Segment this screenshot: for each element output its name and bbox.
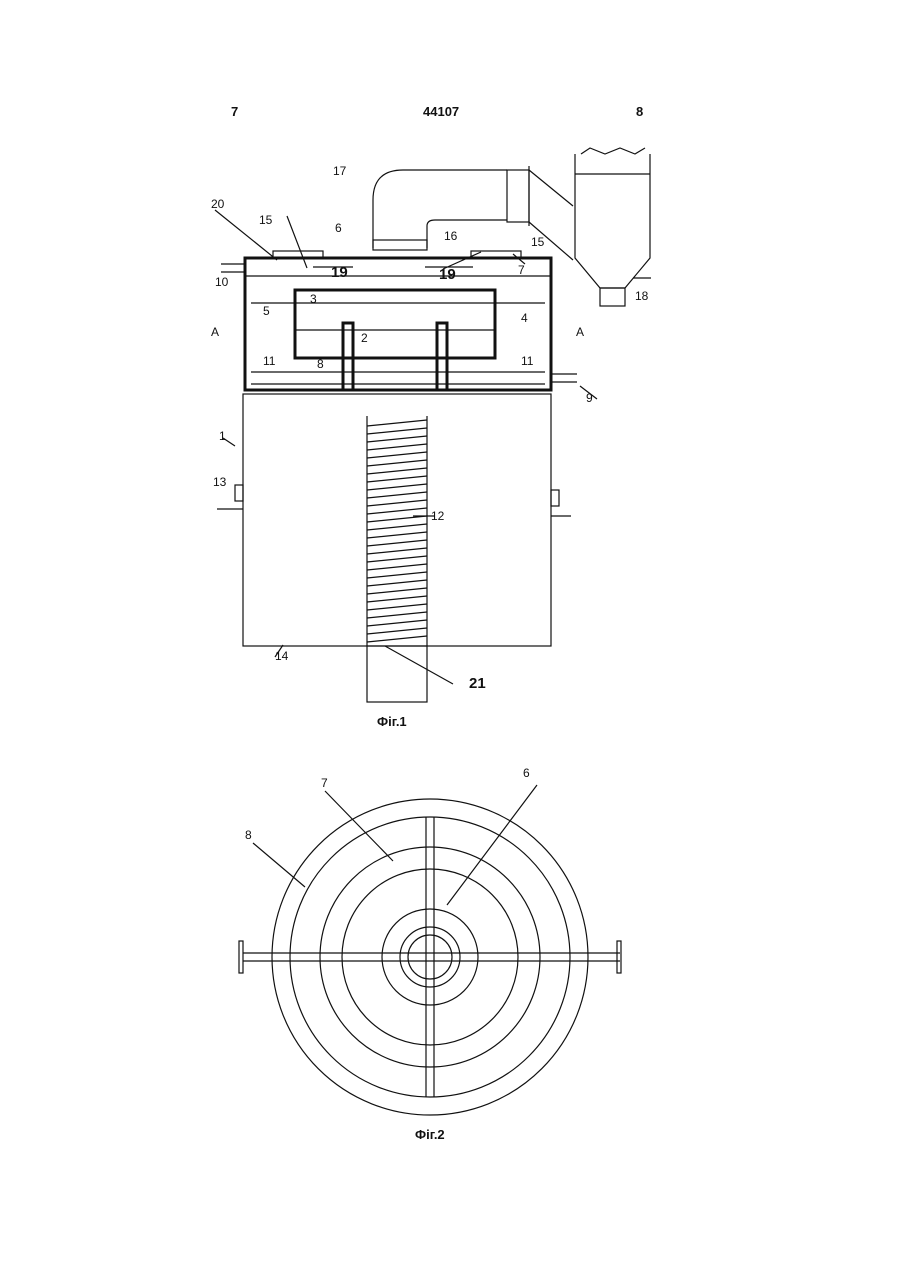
label-17: 17 xyxy=(333,164,347,178)
label-9: 9 xyxy=(586,391,593,405)
label-1: 1 xyxy=(219,429,226,443)
label-16: 16 xyxy=(444,229,458,243)
page-number-right: 8 xyxy=(636,104,643,119)
label-15-right: 15 xyxy=(531,235,545,249)
label-21: 21 xyxy=(469,675,486,692)
figure-2-drawing: 7 8 6 Фіг.2 xyxy=(225,755,645,1155)
label-19-right: 19 xyxy=(439,266,456,283)
label-18: 18 xyxy=(635,289,649,303)
fig2-label-7: 7 xyxy=(321,776,328,790)
label-20: 20 xyxy=(211,197,225,211)
figure-2-caption: Фіг.2 xyxy=(415,1127,445,1142)
label-8: 8 xyxy=(317,357,324,371)
fig2-label-8: 8 xyxy=(245,828,252,842)
fig2-label-6: 6 xyxy=(523,766,530,780)
label-5: 5 xyxy=(263,304,270,318)
label-section-a-right: A xyxy=(576,325,584,339)
label-10: 10 xyxy=(215,275,229,289)
label-3: 3 xyxy=(310,292,317,306)
label-4: 4 xyxy=(521,311,528,325)
figure-1-caption: Фіг.1 xyxy=(377,714,407,729)
label-2: 2 xyxy=(361,331,368,345)
label-11-right: 11 xyxy=(521,354,534,368)
label-12: 12 xyxy=(431,509,445,523)
label-section-a-left: A xyxy=(211,325,219,339)
page-number-left: 7 xyxy=(231,104,238,119)
label-7: 7 xyxy=(518,263,525,277)
label-13: 13 xyxy=(213,475,227,489)
label-19-left: 19 xyxy=(331,264,348,281)
label-6: 6 xyxy=(335,221,342,235)
label-15-left: 15 xyxy=(259,213,273,227)
patent-number: 44107 xyxy=(423,104,459,119)
label-14: 14 xyxy=(275,649,289,663)
figure-1-labels: 17 20 15 6 16 15 19 19 7 10 3 5 4 A A 2 … xyxy=(195,140,675,740)
label-11-left: 11 xyxy=(263,354,276,368)
